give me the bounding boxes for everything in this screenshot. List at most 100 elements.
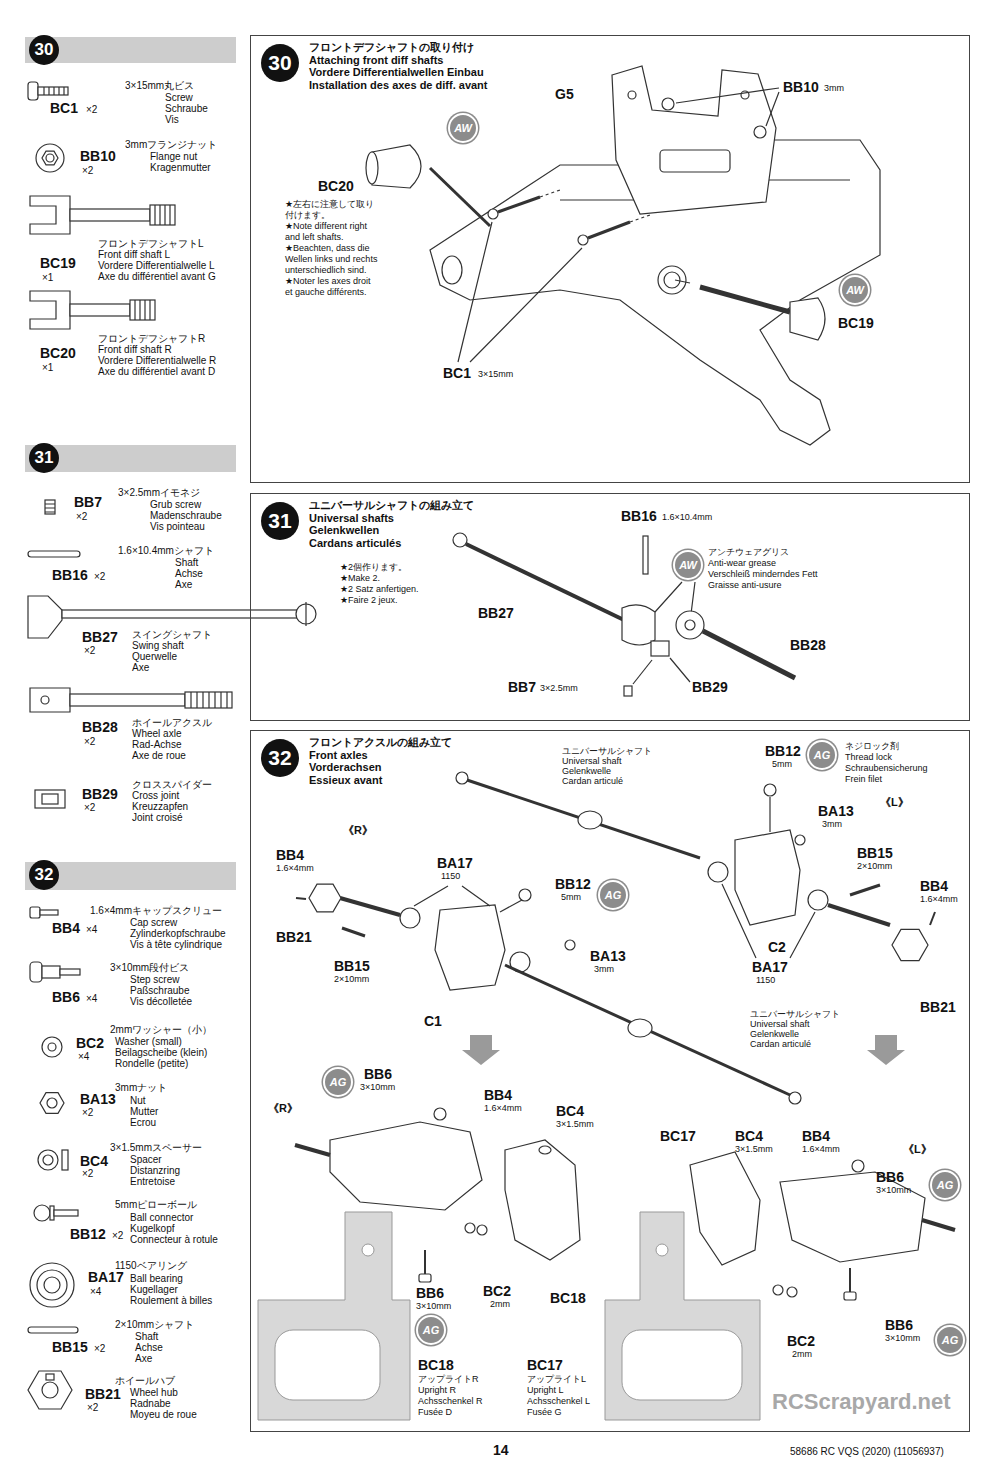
part-code: 《R》 [343, 824, 373, 836]
part-text: 2×10mm [857, 862, 892, 872]
step-screw-thread [60, 969, 80, 975]
step-number: 32 [29, 860, 59, 890]
part-code: BC1 [50, 101, 78, 116]
part-text: Roulement à billes [130, 1295, 212, 1306]
part-text: ×2 [84, 736, 95, 747]
part-code: BB21 [920, 1000, 956, 1015]
part-text: Zylinderkopfschraube [130, 928, 226, 939]
part-text: 3×10mm [885, 1334, 920, 1344]
part-text: ★左右に注意して取り [285, 200, 374, 210]
step-title: フロントデフシャフトの取り付け [309, 41, 474, 53]
upright-bc18 [505, 1140, 580, 1260]
part-text: Vordere Differentialwelle L [98, 260, 215, 271]
part-code: BC4 [80, 1154, 108, 1169]
part-code: BB7 [74, 495, 102, 510]
part-text: 3×10mm [416, 1302, 451, 1312]
part-text: Achsschenkel L [527, 1397, 590, 1407]
badge-text: AG [325, 1069, 351, 1095]
part-text: ×4 [86, 924, 97, 935]
spacer-hole [43, 1155, 53, 1165]
part-code: BB4 [276, 848, 304, 863]
jig-hole [656, 1244, 668, 1256]
part-code: BB6 [876, 1170, 904, 1185]
pin-shaft [643, 536, 648, 574]
part-text: ×2 [112, 1230, 123, 1241]
part-code: BB15 [857, 846, 893, 861]
part-code: BA13 [80, 1092, 116, 1107]
step-title: Essieux avant [309, 774, 382, 786]
washer [42, 1037, 62, 1057]
leader-line [676, 88, 779, 126]
part-text: Wheel axle [132, 728, 181, 739]
pin-shaft [28, 551, 80, 557]
part-text: ★2個作ります。 [340, 563, 407, 573]
part-text: 5mm [772, 760, 792, 770]
part-text: and left shafts. [285, 233, 344, 243]
part-text: アップライトR [418, 1375, 479, 1385]
washer [787, 1287, 797, 1297]
part-text: 5mm [561, 893, 581, 903]
part-text: Upright R [418, 1386, 456, 1396]
part-text: 1.6×4mm [920, 895, 958, 905]
part-text: 1.6×4mm [802, 1145, 840, 1155]
part-text: 3mm [594, 965, 614, 975]
assembly-arrow [633, 660, 652, 684]
part-text: アンチウェアグリス [708, 548, 789, 558]
part-text: ×2 [82, 1107, 93, 1118]
part-text: 3×15mm [478, 370, 513, 380]
part-text: Upright L [527, 1386, 564, 1396]
diff-shaft [430, 168, 490, 226]
part-text: Beilagscheibe (klein) [115, 1047, 207, 1058]
part-code: BC20 [40, 346, 76, 361]
cap-screw-head [30, 907, 40, 918]
part-code: RCScrapyard.net [772, 1390, 951, 1414]
nut [40, 1093, 64, 1114]
grease-badge: AW [673, 550, 703, 580]
part-text: Kugelkopf [130, 1223, 174, 1234]
part-code: BB21 [85, 1387, 121, 1402]
part-text: et gauche différents. [285, 288, 366, 298]
part-text: ×2 [84, 802, 95, 813]
part-text: 1.6×4mm [276, 864, 314, 874]
step-title: Installation des axes de diff. avant [309, 79, 488, 91]
part-code: BB4 [52, 921, 80, 936]
part-text: Flange nut [150, 151, 197, 162]
part-text: Vordere Differentialwelle R [98, 355, 216, 366]
screw-thread [44, 87, 64, 95]
part-text: 1.6×10.4mmシャフト [118, 545, 214, 556]
drawing-part [28, 66, 955, 1409]
screw-shank [588, 222, 630, 238]
part-code: BB27 [82, 630, 118, 645]
part-text: ユニバーサルシャフト [750, 1010, 840, 1020]
badge-text: AW [450, 115, 476, 141]
cap-screw [296, 898, 306, 899]
part-text: ホイールアクスル [132, 717, 212, 728]
step-screw-head [30, 962, 42, 982]
part-text: 3×1.5mm [735, 1145, 773, 1155]
spacer-side [62, 1150, 68, 1170]
part-code: BA17 [88, 1270, 124, 1285]
part-text: Spacer [130, 1154, 162, 1165]
part-code: 14 [493, 1443, 509, 1458]
part-text: Front diff shaft R [98, 344, 172, 355]
part-text: Axe du différentiel avant G [98, 271, 216, 282]
part-code: BB15 [334, 959, 370, 974]
axle-thread [295, 1145, 330, 1155]
grease-badge: AW [448, 113, 478, 143]
part-code: G5 [555, 87, 574, 102]
part-text: Moyeu de roue [130, 1409, 197, 1420]
badge-text: AG [932, 1172, 958, 1198]
part-code: C1 [424, 1014, 442, 1029]
step-panel: AW31ユニバーサルシャフトの組み立てUniversal shaftsGelen… [250, 493, 970, 721]
part-text: ×4 [90, 1286, 101, 1297]
part-text: Nut [130, 1095, 146, 1106]
wheel-hub [309, 884, 341, 912]
part-text: Cardan articulé [562, 777, 623, 787]
cap-screw-shank [40, 910, 58, 915]
part-text: ★Note different right [285, 222, 367, 232]
part-text: Verschleiß minderndes Fett [708, 570, 818, 580]
nut-hex [42, 151, 58, 165]
hub-carrier-c2 [735, 830, 800, 925]
part-text: Swing shaft [132, 640, 184, 651]
screw-head [578, 235, 588, 245]
